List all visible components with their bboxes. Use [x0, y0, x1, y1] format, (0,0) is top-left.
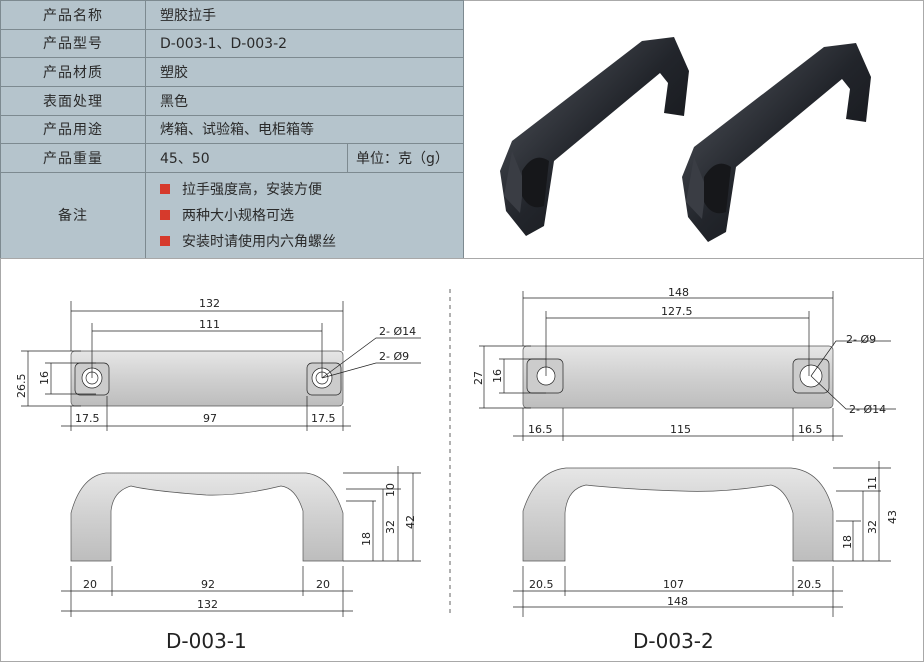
table-row: 备注 拉手强度高，安装方便 两种大小规格可选 安装时请使用内六角螺丝 [0, 171, 464, 260]
spec-value: 烤箱、试验箱、电柜箱等 [145, 114, 464, 145]
table-row: 表面处理黑色 [0, 85, 464, 116]
dimension-label: 127.5 [661, 305, 693, 318]
spec-value: D-003-1、D-003-2 [145, 28, 464, 59]
d1-side-view [61, 466, 421, 617]
dimension-label: 32 [384, 520, 397, 534]
dimension-label: 132 [199, 297, 220, 310]
dimension-label: 17.5 [311, 412, 336, 425]
spec-label: 表面处理 [0, 85, 146, 116]
note-item: 两种大小规格可选 [160, 202, 449, 228]
spec-label: 产品型号 [0, 28, 146, 59]
dimension-label: 2- Ø14 [379, 325, 416, 338]
dimension-label: 148 [668, 286, 689, 299]
caption-d003-2: D-003-2 [633, 629, 714, 653]
dimension-label: 92 [201, 578, 215, 591]
dimension-label: 2- Ø14 [849, 403, 886, 416]
spec-value: 塑胶 [145, 57, 464, 87]
dimension-label: 10 [384, 483, 397, 497]
handle-right-image [682, 43, 871, 242]
spec-value: 塑胶拉手 [145, 0, 464, 30]
table-row: 产品材质塑胶 [0, 57, 464, 87]
spec-value: 45、50 [145, 143, 348, 173]
dimension-label: 18 [841, 535, 854, 549]
dimension-label: 32 [866, 520, 879, 534]
dimension-label: 11 [866, 476, 879, 490]
dimension-label: 43 [886, 510, 899, 524]
bullet-icon [160, 210, 170, 221]
dimension-label: 2- Ø9 [379, 350, 409, 363]
dimension-label: 16 [491, 369, 504, 383]
technical-drawings: 132 111 2- Ø14 2- Ø9 17.5 97 17.5 26.5 1… [0, 258, 924, 662]
dimension-label: 26.5 [15, 374, 28, 399]
dimension-label: 20 [83, 578, 97, 591]
handle-left-image [500, 37, 689, 236]
dimension-label: 2- Ø9 [846, 333, 876, 346]
spec-label: 产品重量 [0, 143, 146, 173]
spec-label: 产品材质 [0, 57, 146, 87]
dimension-label: 20.5 [529, 578, 554, 591]
dimension-label: 18 [360, 532, 373, 546]
dimension-label: 20.5 [797, 578, 822, 591]
dimension-label: 16 [38, 371, 51, 385]
d2-top-view [479, 291, 896, 441]
bullet-icon [160, 184, 170, 195]
dimension-label: 16.5 [528, 423, 553, 436]
dimension-label: 42 [404, 515, 417, 529]
note-item: 安装时请使用内六角螺丝 [160, 228, 449, 254]
dimension-label: 17.5 [75, 412, 100, 425]
table-row: 产品名称塑胶拉手 [0, 0, 464, 30]
notes-label: 备注 [0, 171, 146, 260]
dimension-label: 27 [472, 371, 485, 385]
dimension-label: 148 [667, 595, 688, 608]
dimension-label: 97 [203, 412, 217, 425]
handle-photo-image [500, 37, 871, 242]
spec-label: 产品名称 [0, 0, 146, 30]
note-item: 拉手强度高，安装方便 [160, 176, 449, 202]
product-photo [464, 0, 924, 259]
d1-top-view [21, 301, 421, 431]
caption-d003-1: D-003-1 [166, 629, 247, 653]
dimension-label: 16.5 [798, 423, 823, 436]
dimension-label: 107 [663, 578, 684, 591]
bullet-icon [160, 236, 170, 247]
spec-label: 产品用途 [0, 114, 146, 145]
dimension-label: 132 [197, 598, 218, 611]
weight-unit: 单位：克（g） [347, 143, 464, 173]
dimension-label: 20 [316, 578, 330, 591]
spec-value: 黑色 [145, 85, 464, 116]
dimension-label: 111 [199, 318, 220, 331]
table-row: 产品用途烤箱、试验箱、电柜箱等 [0, 114, 464, 145]
notes-list: 拉手强度高，安装方便 两种大小规格可选 安装时请使用内六角螺丝 [145, 171, 464, 260]
d2-side-view [513, 461, 891, 617]
dimension-label: 115 [670, 423, 691, 436]
